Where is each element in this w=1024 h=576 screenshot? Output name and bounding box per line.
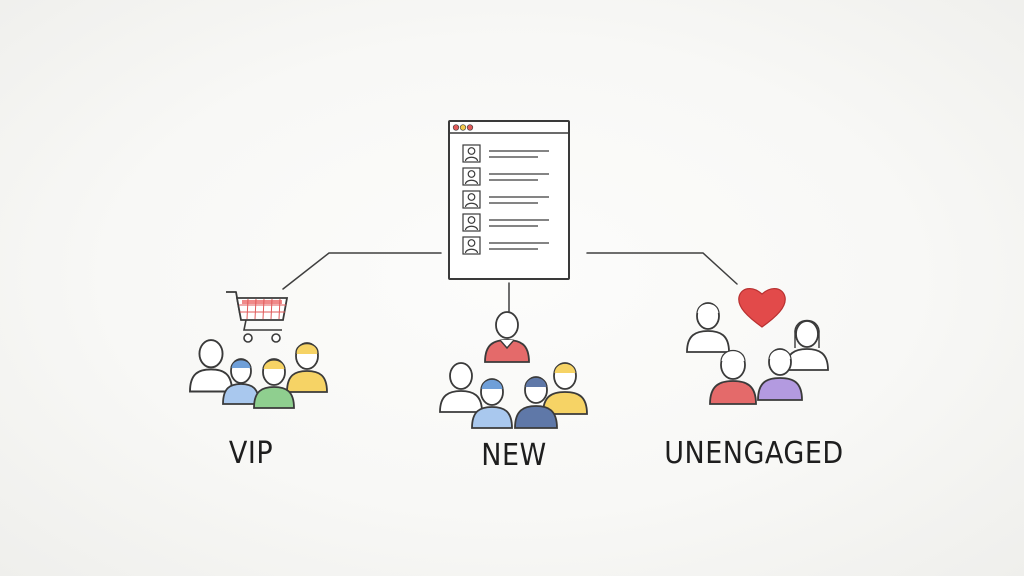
- connector-to-vip: [282, 252, 442, 290]
- new-person-yellow: [542, 362, 588, 415]
- unengaged-person-purple: [757, 348, 803, 401]
- unengaged-group: [686, 288, 829, 405]
- unengaged-person-1: [686, 302, 730, 353]
- vip-person-1: [189, 339, 233, 393]
- vip-person-blue: [222, 358, 260, 405]
- vip-person-yellow: [286, 342, 328, 393]
- new-person-1: [439, 362, 483, 413]
- vip-person-green: [253, 358, 295, 409]
- segment-label-vip: VIP: [228, 436, 274, 471]
- segment-label-new: NEW: [481, 438, 547, 473]
- segment-label-unengaged: UNENGAGED: [664, 436, 844, 471]
- customer-list-window-icon: [448, 120, 570, 280]
- unengaged-person-2: [785, 319, 829, 371]
- new-person-navy: [514, 376, 558, 429]
- unengaged-person-red: [709, 349, 757, 405]
- new-group: [439, 311, 588, 429]
- connector-lines: [282, 252, 738, 312]
- vip-group: [189, 291, 328, 409]
- connector-to-unengaged: [586, 252, 738, 285]
- new-person-red: [484, 311, 530, 363]
- shopping-cart-icon: [226, 291, 289, 343]
- new-person-blue: [471, 378, 513, 429]
- heart-icon: [738, 288, 786, 328]
